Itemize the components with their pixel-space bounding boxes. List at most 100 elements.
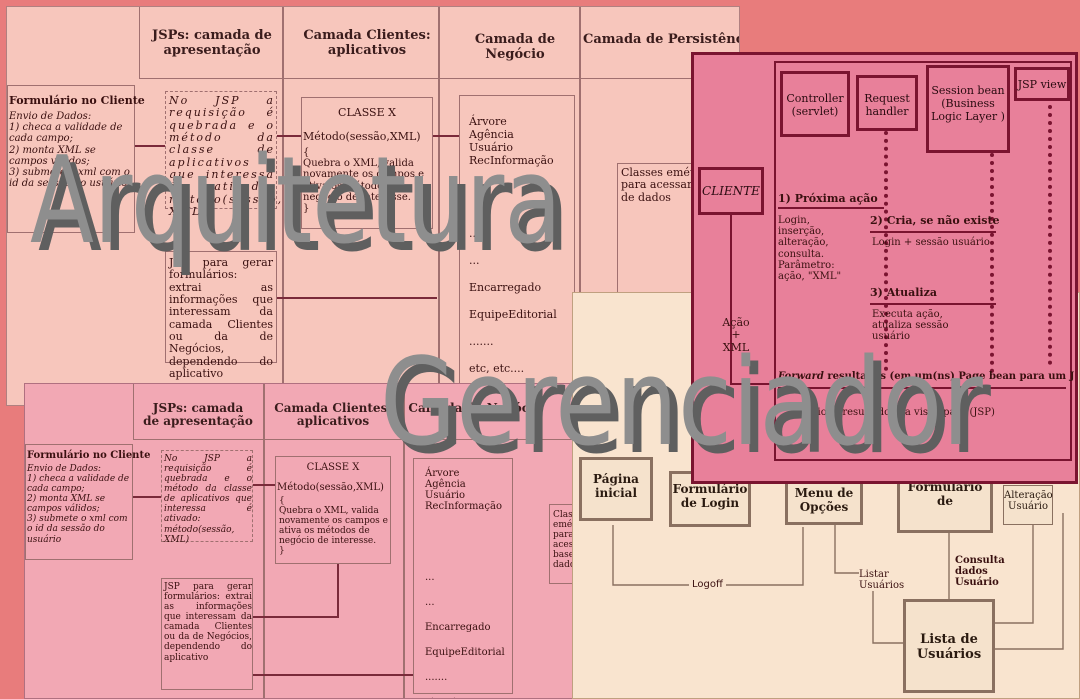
- front-jsp-box: [161, 450, 253, 542]
- front-header-row: [133, 384, 609, 440]
- step4-arrow: [778, 387, 1066, 389]
- flow-box-lista-label: Lista de Usuários: [916, 632, 982, 662]
- header-negocio: Camada de Negócio: [474, 32, 556, 62]
- seq-participant-controller-label: Controller (servlet): [786, 92, 844, 118]
- flow-box-menu-label: Menu de Opções: [794, 486, 854, 514]
- business-item: RecInformação: [425, 501, 502, 512]
- client-to-controller-arrow: [732, 383, 774, 385]
- step2-note: Login + sessão usuário: [872, 237, 990, 248]
- seq-participant-sessionbean-label: Session bean (Business Logic Layer ): [931, 84, 1005, 123]
- front-class-method: Método(sessão,XML): [277, 482, 384, 493]
- flow-label-listar: Listar Usuários: [859, 569, 905, 592]
- front-col-div-1: [263, 384, 265, 698]
- front-header-clientes: Camada Clientes: aplicativos: [274, 401, 392, 429]
- seq-participant-jspview: JSP view: [1014, 67, 1070, 101]
- form-box: [7, 85, 135, 233]
- lifeline-handler: [884, 131, 888, 371]
- business-item: ...: [469, 227, 480, 240]
- business-item: Usuário: [469, 141, 513, 154]
- alteracao-connector-2: [995, 513, 1064, 650]
- step4-em: Page: [958, 371, 986, 382]
- header-persistencia: Camada de Persistência: [583, 32, 740, 47]
- flow-box-alteracao-label: Alteração Usuário: [1004, 490, 1053, 512]
- flow-box-login-label: Formulário de Login: [672, 482, 748, 510]
- seq-participant-sessionbean: Session bean (Business Logic Layer ): [926, 65, 1010, 153]
- jsp-gen-box: [165, 251, 277, 363]
- front-jsp-gen-box: [161, 578, 253, 690]
- business-item: .......: [425, 672, 448, 683]
- seq-participant-handler-label: Request handler: [864, 92, 910, 118]
- front-business-box: [413, 458, 513, 694]
- step1: 1) Próxima ação: [778, 192, 878, 205]
- front-header-jsp: JSPs: camada de apresentação: [143, 401, 253, 429]
- step3-arrow: [870, 303, 996, 305]
- front-arrow-3: [253, 674, 413, 676]
- business-item: Agência: [425, 479, 466, 490]
- front-class-title: CLASSE X: [306, 462, 360, 473]
- business-item: ...: [425, 597, 435, 608]
- step4: Forward resultados (em um(ns) Page bean …: [778, 371, 1075, 382]
- business-item: etc, etc....: [425, 697, 513, 698]
- client-msg: Ação + XML: [722, 316, 750, 354]
- lifeline-sessionbean: [990, 153, 994, 373]
- front-jsp-text: No JSP a requisição é quebrada e o métod…: [164, 454, 252, 545]
- front-form-title: Formulário no Cliente: [27, 450, 151, 461]
- form-text: Envio de Dados: 1) checa a validade de c…: [9, 111, 130, 190]
- form-title: Formulário no Cliente: [9, 94, 145, 107]
- seq-client-label: CLIENTE: [702, 184, 760, 198]
- seq-participant-jspview-label: JSP view: [1017, 78, 1067, 91]
- step2-arrow: [870, 231, 996, 233]
- seq-client-box: CLIENTE: [698, 167, 764, 215]
- logoff-connector: [612, 525, 804, 586]
- front-jsp-gen-text: JSP para gerar formulários: extrai as in…: [164, 582, 252, 663]
- jsp-box: [165, 91, 277, 209]
- seq-participant-handler: Request handler: [856, 75, 918, 131]
- col-div-3: [579, 7, 581, 405]
- front-class-box: [275, 456, 391, 564]
- step2: 2) Cria, se não existe: [870, 214, 1000, 227]
- flow-label-logoff: Logoff: [689, 579, 726, 591]
- front-header-negocio: Camada de Negócio: [408, 401, 542, 415]
- lifeline-jspview: [1048, 105, 1052, 365]
- front-arrow-1: [133, 496, 161, 498]
- class-method: Método(sessão,XML): [303, 130, 421, 143]
- step1-arrow: [778, 207, 884, 209]
- business-item: Agência: [469, 128, 514, 141]
- front-architecture-panel: JSPs: camada de apresentação Camada Clie…: [24, 383, 610, 699]
- arrow-class-biz: [433, 135, 459, 137]
- jsp-text: No JSP a requisição é quebrada e o métod…: [169, 94, 284, 218]
- front-form-text: Envio de Dados: 1) checa a validade de c…: [27, 464, 130, 545]
- business-item: ...: [469, 254, 480, 267]
- sequence-panel: Controller (servlet) Request handler Ses…: [691, 52, 1078, 484]
- step4-main: resultados (em um(ns): [827, 371, 955, 382]
- business-item: .......: [469, 335, 494, 348]
- back-architecture-panel: JSPs: camada de apresentação Camada Clie…: [6, 6, 740, 406]
- business-item: Árvore: [469, 115, 507, 128]
- front-arrow-4: [337, 564, 339, 616]
- front-form-box: [25, 444, 133, 560]
- flow-box-alteracao: Alteração Usuário: [1003, 485, 1053, 525]
- business-item: etc, etc....: [469, 362, 525, 375]
- flow-box-lista: Lista de Usuários: [903, 599, 995, 693]
- step3: 3) Atualiza: [870, 286, 937, 299]
- alteracao-connector: [995, 525, 1034, 624]
- header-jsp: JSPs: camada de apresentação: [152, 28, 272, 58]
- step5: Direciona resultados da visão para (JSP): [790, 407, 995, 418]
- class-title: CLASSE X: [338, 106, 396, 119]
- business-item: Encarregado: [425, 622, 491, 633]
- business-item: Usuário: [425, 490, 465, 501]
- business-item: Árvore: [425, 468, 460, 479]
- business-item: EquipeEditorial: [469, 308, 557, 321]
- client-lifeline: [730, 215, 732, 385]
- business-item: RecInformação: [469, 154, 554, 167]
- step4-italic: Forward: [778, 371, 824, 382]
- class-body: { Quebra o XML, valida novamente os camp…: [303, 147, 425, 214]
- step4-end: bean para um JSP view): [988, 371, 1075, 382]
- flow-panel: Página inicial Formulário de Login Menu …: [572, 292, 1080, 699]
- col-div-1: [282, 7, 284, 405]
- arrow-form-jsp: [135, 145, 165, 147]
- class-box: [301, 97, 433, 229]
- business-item: Encarregado: [469, 281, 542, 294]
